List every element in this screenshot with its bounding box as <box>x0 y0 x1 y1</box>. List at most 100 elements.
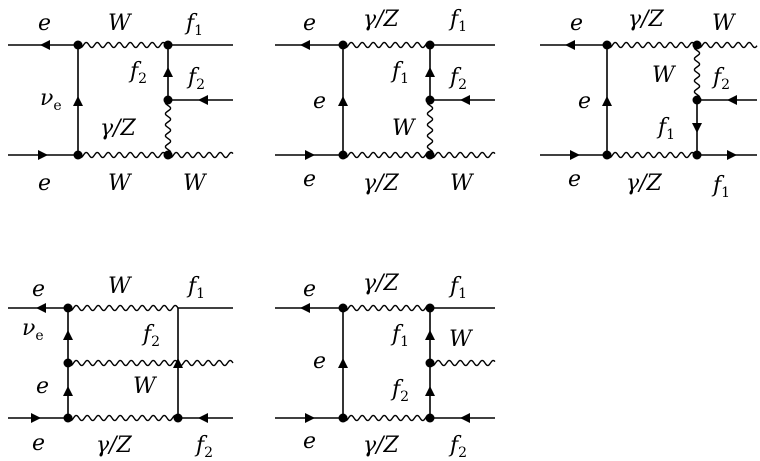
d5-vertex <box>425 358 435 368</box>
d3-vertex <box>692 150 702 160</box>
d1-label-bottom: W <box>108 171 133 196</box>
diagram-2: e γ/Z f1 f1 f2 e W e γ/Z W <box>275 7 496 196</box>
d5-arrow-top-left <box>300 303 310 313</box>
d5-vertex <box>338 413 348 423</box>
d5-arrow-left-up <box>338 358 348 368</box>
d4-arrow-f2-left <box>198 413 208 423</box>
d3-top-gamma-Z-propagator <box>606 41 698 49</box>
d2-label-top: γ/Z <box>363 7 400 32</box>
d2-arrow-right-up <box>425 67 435 77</box>
d5-arrow-right-upper-up <box>425 330 435 340</box>
d2-label-tl: e <box>303 11 316 36</box>
d3-label-inner-right-top: W <box>652 63 677 88</box>
d5-vertex <box>338 303 348 313</box>
d5-arrow-f2-left <box>460 413 470 423</box>
d3-arrow-right-down <box>692 123 702 133</box>
d1-vertex <box>163 95 173 105</box>
d1-vertex <box>73 40 83 50</box>
diagram-3: e γ/Z W W f2 e f1 e γ/Z f1 <box>540 7 758 201</box>
d2-vertex <box>338 40 348 50</box>
diagram-4: e W f1 νe f2 e W e γ/Z f2 <box>8 274 234 461</box>
d5-label-inner-right-bottom: f2 <box>390 377 409 405</box>
d2-bottom-gamma-Z-propagator <box>342 151 431 159</box>
d1-vertex <box>73 150 83 160</box>
d3-label-bottom: γ/Z <box>626 171 663 196</box>
d5-bottom-gamma-Z-propagator <box>342 414 431 422</box>
d2-arrow-top-left <box>300 40 310 50</box>
d2-label-inner-right-top: f1 <box>390 59 409 87</box>
d2-label-left: e <box>313 89 326 114</box>
d3-label-tl: e <box>570 11 583 36</box>
d3-label-right-mid: f2 <box>711 65 730 93</box>
d4-label-middle: f2 <box>141 322 160 350</box>
d1-label-top: W <box>108 11 133 36</box>
d1-label-right-mid: f2 <box>186 65 205 93</box>
d3-label-br: f1 <box>711 173 730 201</box>
d1-arrow-bottom-right <box>38 150 48 160</box>
d1-label-br: W <box>183 171 208 196</box>
d4-label-tl: e <box>32 277 45 302</box>
d2-arrow-bottom-right <box>305 150 315 160</box>
d4-vertex <box>63 358 73 368</box>
d3-arrow-bottom-right <box>570 150 580 160</box>
d1-label-bl: e <box>38 171 51 196</box>
d3-W-propagator <box>693 44 701 101</box>
d5-label-right-mid: W <box>449 327 474 352</box>
d3-label-inner-right-bottom: f1 <box>656 115 675 143</box>
d3-arrow-left-up <box>602 96 612 106</box>
d1-arrow-f2-left <box>198 95 208 105</box>
d5-label-bl: e <box>303 429 316 454</box>
d3-vertex <box>692 95 702 105</box>
d4-arrow-right-up <box>173 358 183 368</box>
d3-vertex <box>602 40 612 50</box>
d3-label-top: γ/Z <box>628 7 665 32</box>
d5-label-tr: f1 <box>448 274 467 302</box>
d5-arrow-right-lower-up <box>425 386 435 396</box>
d1-vertex <box>163 150 173 160</box>
d5-vertex <box>425 413 435 423</box>
d3-vertex <box>602 150 612 160</box>
d3-arrow-f2-left <box>727 95 737 105</box>
d2-label-inner-right-bottom: W <box>392 116 417 141</box>
d5-outgoing-W <box>429 359 496 367</box>
d4-bottom-gamma-Z-propagator <box>67 414 179 422</box>
diagram-5: e γ/Z f1 f1 W e f2 e γ/Z f2 <box>275 271 496 461</box>
d2-label-br: W <box>450 171 475 196</box>
d3-arrow-top-left <box>565 40 575 50</box>
d4-arrow-top-left <box>36 303 46 313</box>
d2-vertex <box>425 40 435 50</box>
d2-W-propagator <box>426 99 434 156</box>
d4-top-W-propagator <box>67 304 179 312</box>
d2-top-gamma-Z-propagator <box>342 41 431 49</box>
d4-vertex <box>173 413 183 423</box>
diagram-1: e W f1 f2 f2 νe γ/Z e W W <box>8 11 234 196</box>
d5-label-br: f2 <box>448 433 467 461</box>
d3-outgoing-W <box>696 41 758 49</box>
d1-label-tl: e <box>38 11 51 36</box>
d1-vertex <box>163 40 173 50</box>
d3-label-bl: e <box>568 167 581 192</box>
d3-vertex <box>692 40 702 50</box>
d1-outgoing-W <box>167 151 234 159</box>
d4-label-top: W <box>108 274 133 299</box>
d1-arrow-right-up <box>163 67 173 77</box>
d2-vertex <box>425 150 435 160</box>
d2-vertex <box>425 95 435 105</box>
d4-label-middle-bottom: W <box>133 374 158 399</box>
d4-arrow-left-lower-up <box>63 386 73 396</box>
d1-arrow-top-left <box>40 40 50 50</box>
d5-vertex <box>425 303 435 313</box>
d5-arrow-bottom-right <box>305 413 315 423</box>
d1-arrow-left-up <box>73 96 83 106</box>
d4-label-left-bottom: e <box>36 374 49 399</box>
d4-middle-W-propagator <box>67 359 234 367</box>
d3-bottom-gamma-Z-propagator <box>606 151 698 159</box>
d1-label-tr: f1 <box>184 11 203 39</box>
d3-arrow-f1-right <box>727 150 737 160</box>
d5-label-tl: e <box>303 277 316 302</box>
d4-label-left-top: νe <box>22 316 44 344</box>
d4-vertex <box>63 413 73 423</box>
d3-label-tr: W <box>712 11 737 36</box>
d1-label-inner-right-bottom: γ/Z <box>100 116 137 141</box>
